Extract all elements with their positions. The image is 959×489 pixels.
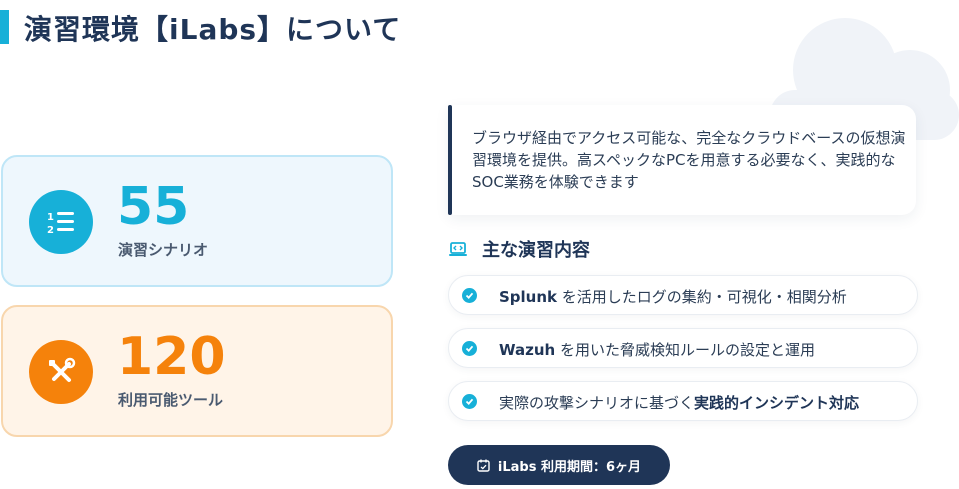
description-accent-bar: [448, 105, 452, 215]
svg-text:1: 1: [47, 212, 54, 223]
title-accent-bar: [0, 10, 9, 44]
scenario-count: 55: [117, 177, 190, 237]
description-text: ブラウザ経由でアクセス可能な、完全なクラウドベースの仮想演習環境を提供。高スペッ…: [472, 129, 906, 191]
list-item-text: 実際の攻撃シナリオに基づく実践的インシデント対応: [499, 394, 860, 412]
list-item-text: Splunk を活用したログの集約・可視化・相関分析: [499, 288, 847, 306]
list-item: Wazuh を用いた脅威検知ルールの設定と運用: [448, 328, 918, 368]
list-item: 実際の攻撃シナリオに基づく実践的インシデント対応: [448, 381, 918, 421]
stat-card-scenarios: 1 2 55 演習シナリオ: [1, 155, 393, 287]
ilabs-period-button[interactable]: iLabs 利用期間：6ヶ月: [448, 445, 670, 485]
check-circle-icon: [462, 288, 477, 303]
section-title: 主な演習内容: [482, 240, 590, 261]
list-item: Splunk を活用したログの集約・可視化・相関分析: [448, 275, 918, 315]
calendar-check-icon: [477, 459, 490, 472]
numbered-list-icon: 1 2: [29, 190, 93, 254]
page-title: 演習環境【iLabs】について: [24, 13, 402, 46]
laptop-code-icon: [449, 242, 467, 256]
scenario-label: 演習シナリオ: [118, 241, 209, 259]
check-circle-icon: [462, 394, 477, 409]
svg-text:2: 2: [47, 225, 54, 235]
ilabs-period-label: iLabs 利用期間：6ヶ月: [497, 459, 642, 475]
stat-card-tools: 120 利用可能ツール: [1, 305, 393, 437]
tool-count: 120: [117, 327, 226, 387]
tool-label: 利用可能ツール: [118, 391, 224, 409]
description-box: ブラウザ経由でアクセス可能な、完全なクラウドベースの仮想演習環境を提供。高スペッ…: [448, 105, 916, 215]
check-circle-icon: [462, 341, 477, 356]
tools-icon: [29, 340, 93, 404]
list-item-text: Wazuh を用いた脅威検知ルールの設定と運用: [499, 341, 816, 359]
